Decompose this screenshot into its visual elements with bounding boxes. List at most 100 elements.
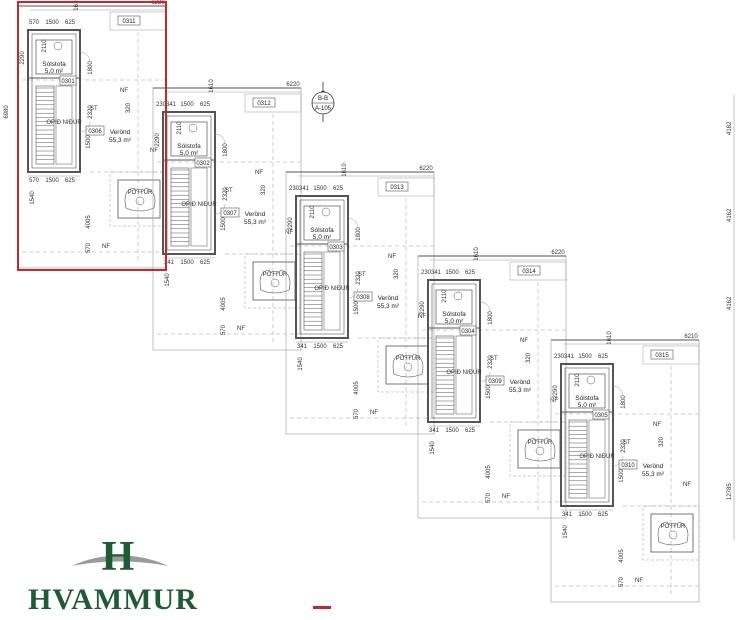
dim-top: 6210	[684, 334, 698, 340]
sauna-room	[435, 289, 473, 325]
nf-label-1: NF	[653, 422, 661, 428]
unit-outline	[285, 171, 435, 435]
dim-bottom-2: 625	[200, 260, 211, 266]
st-label: ST	[90, 106, 98, 112]
dim-inner-2: 1500	[221, 217, 227, 231]
right-dim-1: 4162	[727, 121, 733, 135]
hot-tub	[117, 179, 161, 219]
dim-inner-9: 2320	[621, 439, 627, 453]
sauna-area: 5,0 m²	[445, 318, 464, 325]
dim-inner-2: 1500	[486, 385, 492, 399]
dim-inner-7: 1610	[74, 0, 80, 11]
dim-inner-3: 570	[354, 408, 360, 419]
room-entry-number: 0304	[461, 329, 475, 335]
unit-number: 0315	[655, 353, 669, 359]
dim-bottom-0: 341	[429, 428, 440, 434]
hall-label-top: OPIÐ NIÐUR	[446, 370, 482, 376]
stair	[303, 251, 323, 331]
dim-inner-5: 4005	[619, 549, 625, 563]
dim-bottom-1: 1500	[180, 260, 194, 266]
nf-label-2: NF	[550, 398, 558, 404]
room-entry-number: 0302	[196, 161, 210, 167]
unit-number: 0313	[390, 185, 404, 191]
sauna-room	[35, 39, 73, 75]
dim-inner-1: 2290	[155, 133, 161, 147]
sauna-room	[170, 121, 208, 157]
dim-inner-4: 320	[126, 102, 132, 113]
nf-label-1: NF	[520, 338, 528, 344]
hot-tub	[650, 513, 694, 553]
sauna-room	[303, 205, 341, 241]
room-small-number: 0310	[621, 463, 635, 469]
dim-inner-6: 1540	[30, 191, 36, 205]
st-label: ST	[358, 272, 366, 278]
dim-row-2: 625	[65, 20, 76, 26]
nf-label-3: NF	[502, 494, 510, 500]
dim-inner-4: 320	[261, 184, 267, 195]
dim-top: 6220	[551, 250, 565, 256]
stair	[435, 335, 455, 415]
dim-inner-7: 1610	[342, 163, 348, 177]
st-label: ST	[225, 188, 233, 194]
dim-inner-1: 2290	[20, 51, 26, 65]
dim-side: 6980	[4, 105, 10, 119]
dim-inner-5: 4005	[486, 465, 492, 479]
hall-label-top: OPIÐ NIÐUR	[579, 454, 615, 460]
deck-label: Verönd	[110, 129, 131, 136]
right-dim-4: 12785	[727, 483, 733, 500]
dim-inner-5: 4005	[354, 381, 360, 395]
dim-inner-3: 570	[221, 324, 227, 335]
deck-area: 55,3 m²	[509, 387, 532, 394]
dim-inner-4: 320	[659, 436, 665, 447]
room-small-number: 0306	[88, 129, 102, 135]
dim-row-1: 341	[299, 186, 310, 192]
sauna-area: 5,0 m²	[578, 402, 597, 409]
deck-area: 55,3 m²	[642, 471, 665, 478]
section-marker-top: B-B	[318, 96, 328, 102]
right-dimension-chain: 4162 4162 4162 12785	[727, 95, 735, 540]
dim-inner-9: 2320	[488, 355, 494, 369]
dim-row-2: 1500	[180, 102, 194, 108]
selected-unit-highlight	[17, 1, 167, 271]
dim-row-2: 1500	[445, 270, 459, 276]
dim-inner-6: 1540	[165, 273, 171, 287]
st-label: ST	[623, 440, 631, 446]
dim-inner-9: 2320	[356, 271, 362, 285]
dim-inner-4: 320	[394, 268, 400, 279]
dim-inner-5: 4005	[86, 215, 92, 229]
hot-tub	[517, 429, 561, 469]
dim-bottom-2: 625	[333, 344, 344, 350]
dim-inner-3: 570	[619, 576, 625, 587]
sauna-label: Sólstofa	[575, 395, 599, 402]
nf-label-2: NF	[150, 148, 158, 154]
dim-row-1: 341	[431, 270, 442, 276]
dim-inner-8: 1800	[488, 311, 494, 325]
room-small-number: 0307	[223, 211, 237, 217]
dim-row-2: 1500	[578, 354, 592, 360]
nf-label-3: NF	[237, 326, 245, 332]
deck-area: 55,3 m²	[109, 137, 132, 144]
dim-inner-2: 1500	[354, 301, 360, 315]
dim-bottom-2: 625	[465, 428, 476, 434]
unit-outline	[417, 255, 567, 519]
dim-inner-7: 1610	[209, 79, 215, 93]
unit-number: 0311	[123, 19, 137, 25]
dim-inner-4: 320	[526, 352, 532, 363]
hall-label-top: OPIÐ NIÐUR	[181, 202, 217, 208]
dim-inner-2: 1500	[619, 469, 625, 483]
dim-inner-7: 1610	[474, 247, 480, 261]
dim-row-1: 341	[564, 354, 575, 360]
dim-bottom-2: 625	[65, 178, 76, 184]
section-marker: B-B A-105	[311, 82, 335, 122]
st-label: ST	[490, 356, 498, 362]
hall-label-top: OPIÐ NIÐUR	[314, 286, 350, 292]
dim-row-1: 341	[166, 102, 177, 108]
dim-row-3: 625	[465, 270, 476, 276]
dim-inner-0: 2110	[575, 373, 581, 387]
nf-label-1: NF	[255, 170, 263, 176]
dim-inner-1: 2290	[420, 301, 426, 315]
dim-inner-0: 2110	[42, 39, 48, 53]
